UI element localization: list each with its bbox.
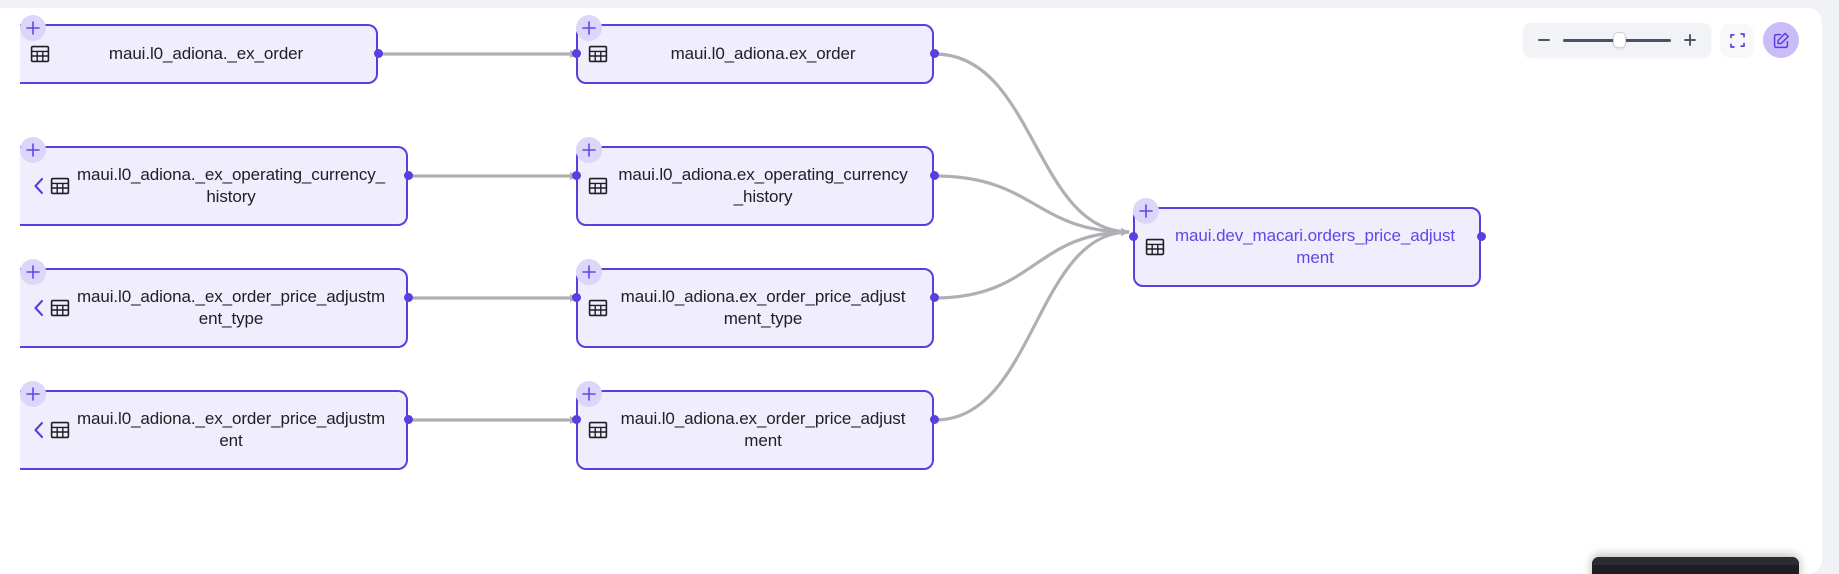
node-source-handle[interactable] (404, 171, 413, 180)
table-icon (50, 421, 70, 439)
graph-node-n4[interactable]: maui.l0_adiona._ex_order_price_adjustmen… (20, 390, 408, 470)
node-expand-plus-badge[interactable] (576, 259, 602, 285)
node-target-handle[interactable] (572, 49, 581, 58)
node-label: maui.l0_adiona.ex_order (670, 44, 856, 63)
graph-node-n7[interactable]: maui.l0_adiona.ex_order_price_adjustment… (576, 268, 934, 348)
node-expand-plus-badge[interactable] (20, 137, 46, 163)
table-icon (50, 299, 70, 317)
node-source-handle[interactable] (404, 415, 413, 424)
node-expand-plus-badge[interactable] (20, 15, 46, 41)
node-expand-plus-badge[interactable] (1133, 198, 1159, 224)
table-icon (50, 177, 70, 195)
node-expand-plus-badge[interactable] (576, 137, 602, 163)
graph-node-n8[interactable]: maui.l0_adiona.ex_order_price_adjustment (576, 390, 934, 470)
node-label: maui.dev_macari.orders_price_adjustment (1175, 226, 1455, 267)
canvas-controls (1523, 22, 1799, 58)
table-icon (30, 45, 50, 63)
fit-view-button[interactable] (1721, 24, 1753, 56)
node-source-handle[interactable] (930, 415, 939, 424)
graph-canvas[interactable]: maui.l0_adiona._ex_order maui.l0_adiona.… (0, 8, 1822, 574)
plus-icon (582, 265, 596, 279)
node-label: maui.l0_adiona._ex_operating_currency_hi… (76, 165, 386, 206)
node-label: maui.l0_adiona.ex_order_price_adjustment… (620, 287, 906, 328)
edit-pencil-icon (1773, 32, 1789, 48)
edge-n5-n9 (934, 52, 1130, 236)
node-expand-plus-badge[interactable] (20, 259, 46, 285)
node-target-handle[interactable] (1129, 232, 1138, 241)
background-window-body (1592, 565, 1799, 574)
plus-icon (582, 143, 596, 157)
table-icon (1145, 238, 1165, 256)
plus-icon (26, 387, 40, 401)
node-source-handle[interactable] (930, 171, 939, 180)
zoom-slider[interactable] (1563, 31, 1671, 49)
node-source-handle[interactable] (930, 293, 939, 302)
plus-icon (26, 143, 40, 157)
table-icon (588, 421, 608, 439)
background-window-titlebar (1592, 557, 1799, 565)
node-expand-plus-badge[interactable] (576, 15, 602, 41)
zoom-in-button[interactable] (1681, 31, 1699, 49)
plus-icon (26, 265, 40, 279)
plus-icon (582, 387, 596, 401)
node-label: maui.l0_adiona.ex_operating_currency_his… (618, 165, 908, 206)
node-label: maui.l0_adiona._ex_order_price_adjustmen… (76, 287, 386, 328)
zoom-out-button[interactable] (1535, 31, 1553, 49)
table-icon (588, 299, 608, 317)
minus-icon (1538, 39, 1550, 41)
edge-n7-n9 (934, 228, 1130, 300)
table-icon (588, 45, 608, 63)
chevron-left-icon[interactable] (30, 175, 48, 197)
edge-n8-n9 (934, 228, 1130, 422)
graph-node-n5[interactable]: maui.l0_adiona.ex_order (576, 24, 934, 84)
node-label: maui.l0_adiona._ex_order (108, 44, 304, 63)
graph-node-n9[interactable]: maui.dev_macari.orders_price_adjustment (1133, 207, 1481, 287)
table-icon (588, 177, 608, 195)
graph-node-n2[interactable]: maui.l0_adiona._ex_operating_currency_hi… (20, 146, 408, 226)
graph-node-n1[interactable]: maui.l0_adiona._ex_order (20, 24, 378, 84)
plus-icon (1139, 204, 1153, 218)
node-expand-plus-badge[interactable] (20, 381, 46, 407)
graph-node-n6[interactable]: maui.l0_adiona.ex_operating_currency_his… (576, 146, 934, 226)
zoom-slider-thumb[interactable] (1613, 32, 1627, 48)
node-source-handle[interactable] (930, 49, 939, 58)
node-source-handle[interactable] (404, 293, 413, 302)
node-source-handle[interactable] (374, 49, 383, 58)
chevron-left-icon[interactable] (30, 419, 48, 441)
edit-button[interactable] (1763, 22, 1799, 58)
node-target-handle[interactable] (572, 293, 581, 302)
background-window-peek[interactable] (1592, 557, 1799, 574)
node-target-handle[interactable] (572, 415, 581, 424)
zoom-control-bar (1523, 23, 1711, 57)
node-expand-plus-badge[interactable] (576, 381, 602, 407)
fit-view-icon (1729, 32, 1745, 48)
plus-icon (26, 21, 40, 35)
plus-icon (582, 21, 596, 35)
node-target-handle[interactable] (572, 171, 581, 180)
chevron-left-icon[interactable] (30, 297, 48, 319)
plus-icon (1684, 34, 1696, 46)
node-label: maui.l0_adiona._ex_order_price_adjustmen… (76, 409, 386, 450)
graph-node-n3[interactable]: maui.l0_adiona._ex_order_price_adjustmen… (20, 268, 408, 348)
edge-n6-n9 (934, 174, 1130, 236)
node-label: maui.l0_adiona.ex_order_price_adjustment (620, 409, 906, 450)
node-source-handle[interactable] (1477, 232, 1486, 241)
